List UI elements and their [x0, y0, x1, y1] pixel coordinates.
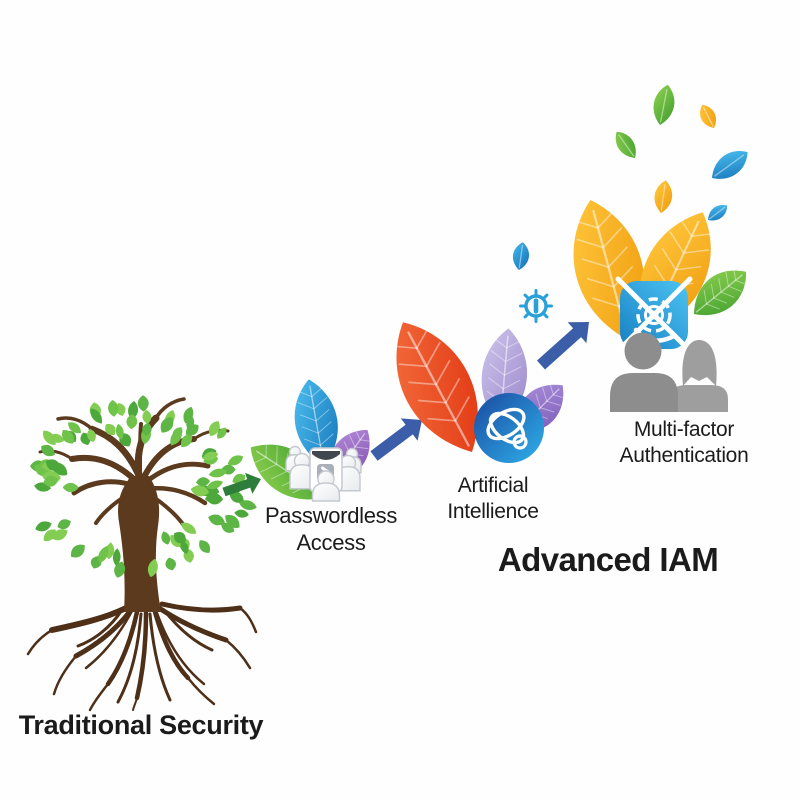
tree-leaf — [225, 515, 240, 528]
tree-leaf — [165, 557, 176, 571]
tree-leaf — [137, 395, 149, 412]
user-group-icon — [285, 445, 362, 502]
tree-leaf — [217, 427, 227, 439]
woman-silhouette-icon — [669, 340, 728, 412]
tree-leaf — [87, 429, 96, 443]
tree-leaf — [43, 475, 59, 487]
tree-leaf — [161, 531, 171, 545]
tree-roots — [26, 601, 258, 712]
tree-leaf — [180, 540, 189, 554]
leaf-scatter-green — [653, 84, 675, 125]
tree-leaf — [180, 434, 193, 448]
tree-leaf — [128, 401, 139, 420]
tree-leaf — [234, 509, 249, 518]
tree-leaf — [160, 417, 174, 433]
tree-leaf — [49, 433, 65, 443]
stage-label-line: Intellience — [447, 500, 539, 523]
tree-leaf — [41, 444, 55, 457]
tree-leaf — [45, 459, 61, 471]
tree-leaf — [62, 482, 79, 493]
tree-leaf — [227, 455, 244, 466]
tree-leaf — [208, 514, 225, 526]
multi-factor-authentication-cluster — [571, 199, 749, 412]
tree-leaf — [147, 558, 158, 578]
scattered-leaves — [615, 84, 748, 221]
passwordless-access-cluster — [249, 379, 374, 502]
stage-label-line: Access — [296, 530, 366, 555]
tree-leaf — [126, 414, 138, 430]
tree-leaf — [172, 427, 183, 439]
tree-leaf — [190, 485, 210, 497]
leaf-scatter-blue — [712, 151, 748, 179]
tree-leaf — [208, 468, 228, 478]
arrow-passwordless-to-ai — [370, 418, 422, 461]
tree-trunk — [118, 476, 161, 612]
tree-leaf — [52, 529, 68, 541]
leaf-scatter-yellow — [654, 180, 673, 213]
ai-orbit-icon — [474, 393, 544, 463]
tree-leaf — [108, 400, 119, 417]
stage-label-traditional-security: Traditional Security — [18, 710, 264, 740]
tree-leaf — [142, 409, 152, 425]
tree-leaf — [206, 480, 223, 490]
leaf-scatter-green-small — [615, 131, 636, 158]
stage-label-line: Artificial — [457, 474, 529, 497]
tree-leaf — [205, 493, 224, 505]
artificial-intelligence-cluster — [388, 322, 568, 463]
leaf-small-blue — [512, 242, 529, 270]
tree-leaf — [238, 500, 257, 511]
tree-leaf — [186, 415, 195, 431]
tree-leaf — [196, 477, 210, 487]
tree-leaf — [174, 532, 186, 544]
leaf-drop-icon — [512, 242, 529, 270]
tree-leaf — [62, 430, 74, 444]
tree-leaf — [142, 422, 152, 436]
card-flap — [312, 451, 340, 460]
tree-leaf — [90, 408, 103, 424]
leaf-scatter-blue-small — [708, 204, 728, 221]
tree-leaf — [35, 521, 52, 532]
man-silhouette-icon — [610, 332, 678, 412]
tree-leaf — [105, 424, 116, 436]
person-silhouette-icon — [289, 452, 315, 490]
tree-leaf — [115, 402, 126, 416]
tree-leaf — [112, 548, 121, 566]
leaf-blue — [294, 379, 338, 466]
arrow-ai-to-mfa — [537, 322, 589, 370]
tree-leaf — [114, 561, 126, 578]
stage-label-artificial-intelligence: Artificial Intellience — [447, 473, 539, 525]
stage-label-multi-factor-authentication: Multi-factor Authentication — [620, 417, 749, 469]
tree-leaf — [181, 522, 197, 534]
stage-label-line: Passwordless — [264, 503, 398, 528]
tree-leaf — [229, 491, 244, 503]
stage-label-passwordless-access: Passwordless Access — [265, 502, 397, 556]
tree-leaf — [98, 546, 109, 563]
person-silhouette-icon — [311, 470, 341, 502]
tree-leaf — [57, 519, 71, 530]
stage-label-line: Multi-factor — [633, 418, 735, 441]
heading-advanced-iam: Advanced IAM — [497, 541, 719, 578]
tree-leaf — [68, 422, 81, 434]
tree-leaf — [43, 430, 56, 446]
tree-leaf — [208, 421, 220, 437]
tree-crown-leaves — [30, 395, 257, 578]
stage-label-line: Authentication — [619, 444, 749, 467]
leaf-red — [388, 322, 478, 452]
tree-leaf — [202, 451, 219, 461]
traditional-security-tree — [26, 395, 258, 712]
tree-leaf — [115, 423, 124, 440]
leaf-scatter-orange — [700, 104, 717, 128]
tree-leaf — [70, 544, 85, 558]
gear-icon — [519, 289, 553, 323]
arrow-traditional-to-passwordless — [222, 472, 261, 497]
tree-leaf — [199, 540, 211, 553]
leaf-green — [694, 266, 749, 316]
